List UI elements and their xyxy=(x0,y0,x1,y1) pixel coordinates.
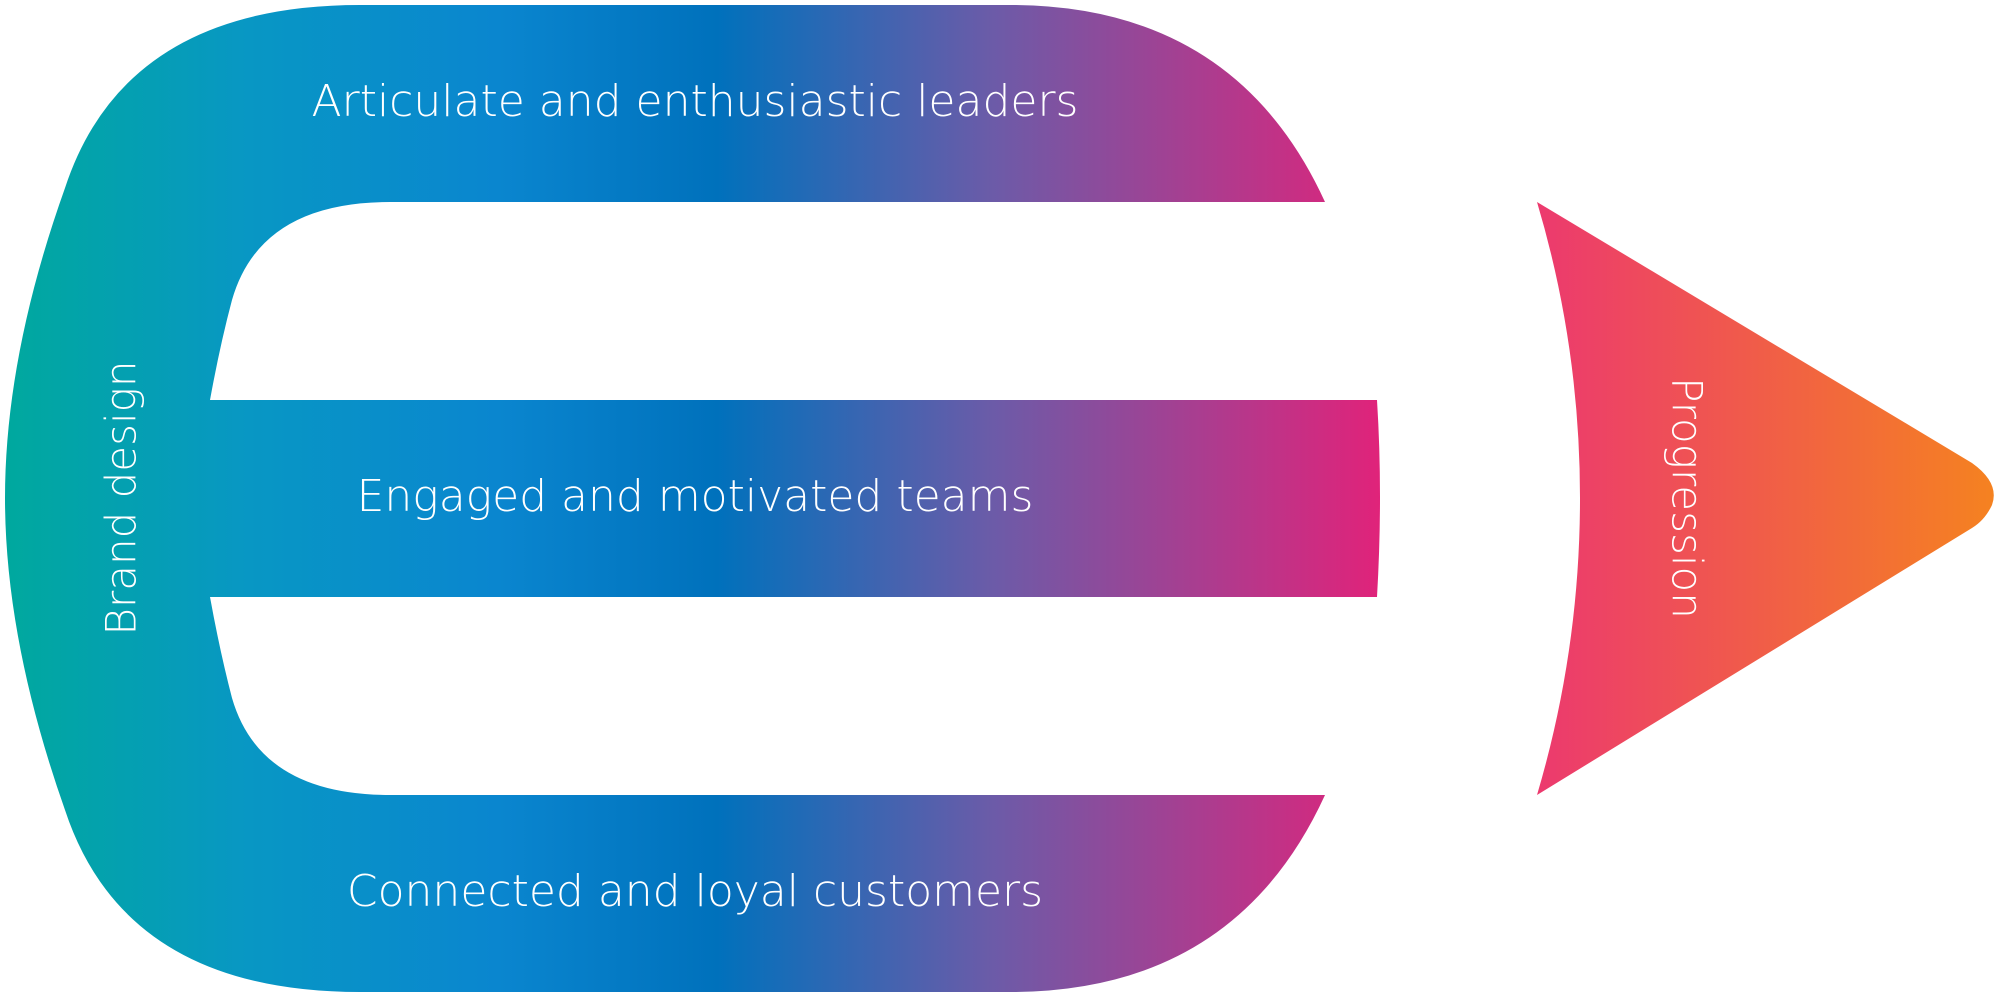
e-shape xyxy=(5,5,1380,992)
progression-arrow xyxy=(1537,202,1994,795)
bottom-band-label: Connected and loyal customers xyxy=(347,866,1043,917)
middle-band-label: Engaged and motivated teams xyxy=(357,471,1034,522)
brand-design-label: Brand design xyxy=(97,360,146,635)
progression-label: Progression xyxy=(1663,377,1712,619)
top-band-label: Articulate and enthusiastic leaders xyxy=(312,76,1079,127)
